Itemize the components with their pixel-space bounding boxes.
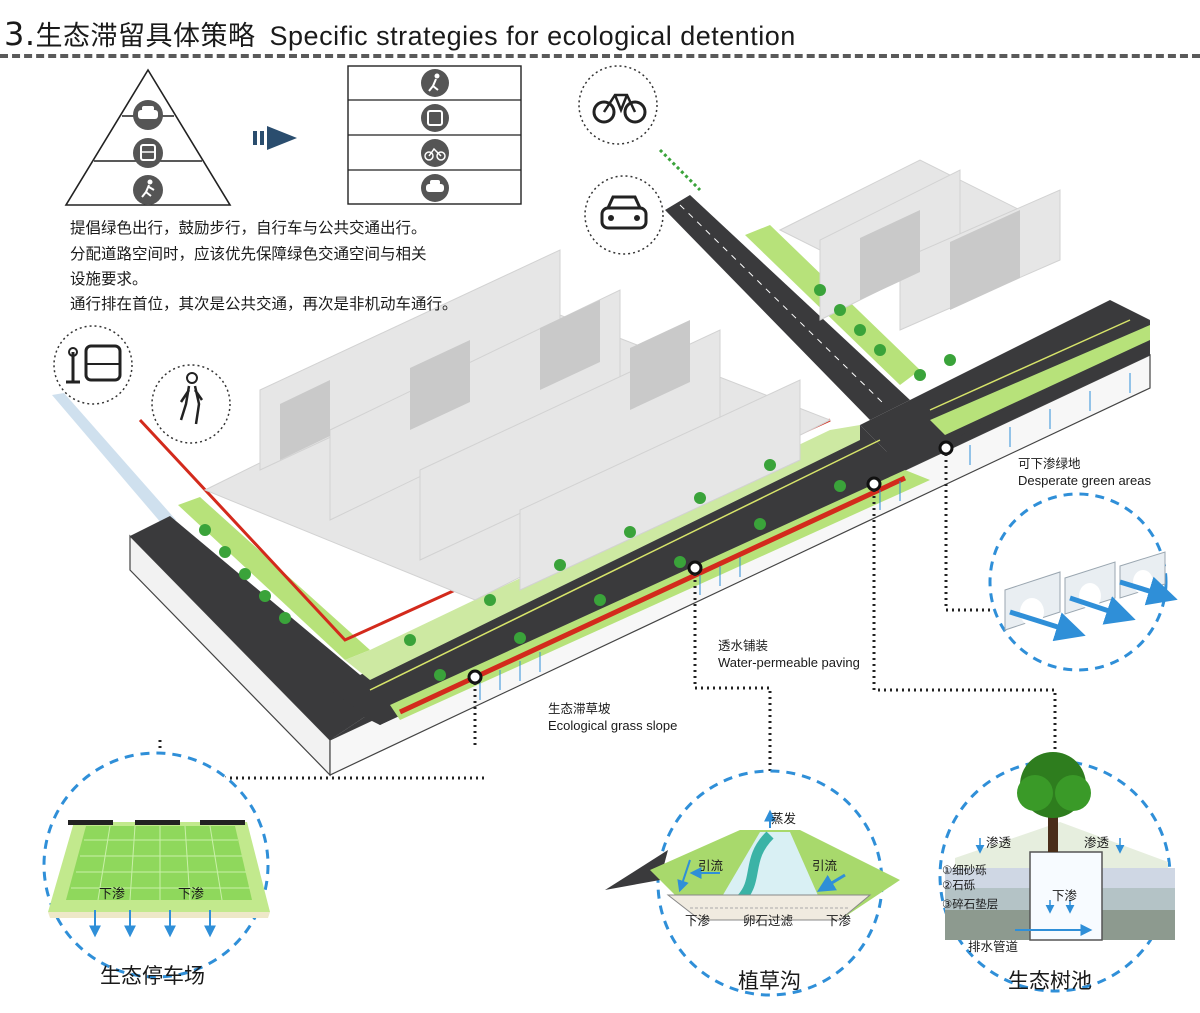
green-area-label-cn: 可下渗绿地 xyxy=(1018,456,1081,471)
car-icon xyxy=(133,100,163,130)
car-icon xyxy=(421,174,449,202)
swale-caption: 植草沟 xyxy=(738,969,801,993)
street-block xyxy=(52,148,1151,777)
tree-pit-detail xyxy=(938,752,1175,993)
bus-stop-icon xyxy=(133,138,163,168)
tree-pit-caption: 生态树池 xyxy=(1008,969,1092,993)
parking-seep-right: 下渗 xyxy=(178,887,205,902)
intro-line-4: 通行排在首位，其次是公共交通，再次是非机动车通行。 xyxy=(70,295,458,313)
green-area-label: 可下渗绿地 Desperate green areas xyxy=(1018,455,1151,489)
tree-pit-layer-2: ②石砾 xyxy=(942,878,976,892)
pedestrian-icon xyxy=(421,69,449,97)
tree-pit-infiltrate-left: 渗透 xyxy=(986,835,1012,850)
pedestrian-icon xyxy=(133,175,163,205)
grass-slope-label: 生态滞草坡 Ecological grass slope xyxy=(548,700,677,734)
swale-seep-right: 下渗 xyxy=(826,913,852,928)
intro-line-2: 分配道路空间时，应该优先保障绿色交通空间与相关 xyxy=(70,245,427,263)
heading-title-en: Specific strategies for ecological deten… xyxy=(269,21,796,51)
green-area-label-en: Desperate green areas xyxy=(1018,473,1151,488)
priority-table xyxy=(347,65,522,205)
paving-label-en: Water-permeable paving xyxy=(718,655,860,670)
paving-label-cn: 透水铺装 xyxy=(718,638,769,653)
bus-stop-icon xyxy=(53,325,133,405)
intro-line-3: 设施要求。 xyxy=(70,270,148,288)
intro-line-1: 提倡绿色出行，鼓励步行，自行车与公共交通出行。 xyxy=(70,219,427,237)
swale-guide-left: 引流 xyxy=(698,858,724,873)
page-heading: 3.生态滞留具体策略 Specific strategies for ecolog… xyxy=(4,14,796,53)
infiltration-marks xyxy=(479,373,1131,700)
tree-pit-layer-3: ③碎石垫层 xyxy=(942,897,999,911)
street-trees xyxy=(199,284,956,681)
bus-stop-icon xyxy=(421,104,449,132)
tree-pit-seep: 下渗 xyxy=(1052,888,1078,903)
parking-caption: 生态停车场 xyxy=(100,964,205,988)
grass-slope-label-cn: 生态滞草坡 xyxy=(548,701,611,716)
priority-arrow xyxy=(253,126,297,150)
swale-detail xyxy=(605,769,900,997)
tree-pit-layer-1: ①细砂砾 xyxy=(942,863,987,877)
swale-evaporate: 蒸发 xyxy=(771,811,797,826)
heading-divider xyxy=(0,54,1200,58)
tree-pit-drain: 排水管道 xyxy=(968,939,1019,954)
heading-title-cn: 生态滞留具体策略 xyxy=(35,21,256,52)
swale-guide-right: 引流 xyxy=(812,858,838,873)
car-icon xyxy=(584,175,664,255)
transport-pyramid xyxy=(64,68,232,206)
green-area-detail xyxy=(988,492,1178,672)
swale-filter: 卵石过滤 xyxy=(743,913,794,928)
grass-slope-label-en: Ecological grass slope xyxy=(548,718,678,733)
pedestrian-icon xyxy=(151,364,231,444)
heading-number: 3. xyxy=(4,15,36,53)
parking-detail xyxy=(42,751,270,979)
tree-pit-infiltrate-right: 渗透 xyxy=(1084,835,1110,850)
parking-seep-left: 下渗 xyxy=(99,887,126,902)
paving-label: 透水铺装 Water-permeable paving xyxy=(718,637,860,671)
bicycle-icon xyxy=(421,139,449,167)
swale-seep-left: 下渗 xyxy=(685,913,711,928)
bicycle-icon xyxy=(578,65,658,145)
